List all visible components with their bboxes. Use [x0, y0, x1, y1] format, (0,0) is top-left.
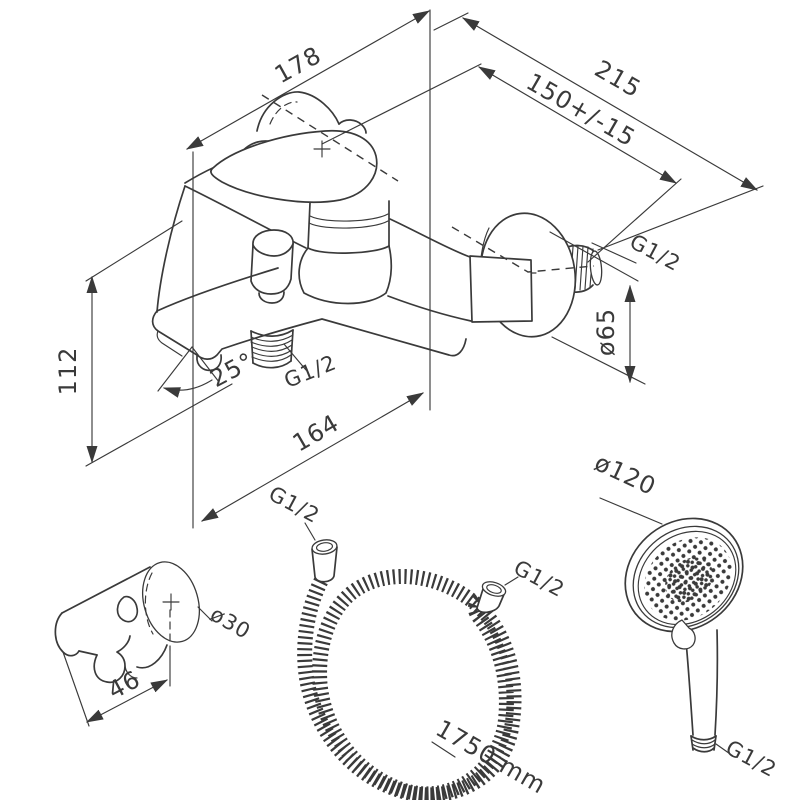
thread-bottom-label: G1/2 [281, 350, 340, 393]
lever-handle [210, 91, 378, 203]
dim-215-label: 215 [590, 55, 646, 104]
leader-dia30 [197, 606, 213, 622]
plate-thickness [156, 330, 183, 357]
ext-46-left [62, 651, 90, 727]
bath-mixer-faucet [151, 91, 603, 372]
leader-hose-out [504, 576, 519, 586]
hose-fitting-left [311, 546, 338, 583]
angle-arc-25 [162, 379, 213, 398]
holder-hole [116, 595, 139, 623]
shower-head-rim-inner [637, 530, 737, 626]
union-nut [469, 255, 533, 323]
handle-right-edge [714, 629, 719, 736]
dim-line-178 [185, 10, 431, 150]
holder-back-cap [54, 612, 80, 657]
dia-30-label: ø30 [206, 602, 255, 644]
handle-hump [256, 91, 340, 132]
shower-hose: G1/2 G1/2 1750 mm [265, 482, 569, 800]
hose-coil [297, 569, 522, 800]
angle-25-label: 25° [206, 347, 259, 393]
spray-face-center-dots [665, 557, 713, 603]
ext-215-left [433, 12, 469, 31]
dia-120-label: ø120 [590, 448, 660, 501]
shower-wall-holder: 46 ø30 [54, 561, 255, 727]
dim-line-215 [461, 17, 759, 191]
leader-thread-wall [591, 242, 637, 264]
body-left-edge [156, 185, 186, 313]
leader-dia120 [599, 497, 663, 525]
handle-paddle [210, 129, 378, 203]
spout-aerator [196, 354, 223, 372]
plate-front-edge [151, 310, 467, 360]
leader-hose-in [304, 522, 316, 541]
leader-thread-bottom [283, 343, 307, 371]
plate-back-edge [156, 267, 279, 312]
dim-line-164 [200, 392, 425, 522]
ext-112-top [85, 220, 183, 282]
holder-top-edge [61, 566, 151, 614]
spout-base-plate [151, 267, 467, 372]
dim-line-150 [477, 66, 678, 184]
leader-thread-shower [715, 743, 734, 757]
thread-shower-label: G1/2 [722, 736, 781, 783]
leader-hose-length [431, 741, 456, 758]
ext-215-right [597, 185, 764, 251]
dim-178-label: 178 [270, 41, 326, 89]
holder-center-mark [162, 593, 180, 611]
diverter-knob [250, 229, 294, 304]
ext-112-bottom [85, 383, 233, 467]
ext-65-top [549, 231, 639, 282]
cartridge-housing [298, 200, 393, 305]
thread-hose-in-label: G1/2 [265, 482, 324, 529]
thread-hose-out-label: G1/2 [510, 556, 569, 603]
thread-end-cap [589, 250, 603, 286]
dim-line-46 [85, 679, 169, 723]
body-arm-top [389, 218, 471, 258]
body-arm-bottom [387, 295, 472, 322]
thread-wall-label: G1/2 [626, 230, 685, 277]
dim-112-label: 112 [54, 347, 82, 396]
dim-164-label: 164 [288, 409, 344, 458]
hand-shower: ø120 G1/2 [590, 448, 781, 782]
shower-thread-end [690, 735, 717, 753]
shower-hook-ring [671, 619, 696, 650]
bottom-connector-threads [250, 329, 294, 369]
ext-150-left [321, 63, 482, 145]
dimension-annotations: 178 215 150+/-15 112 164 ø65 25° G1/2 G1… [54, 9, 764, 529]
dia-65-label: ø65 [592, 308, 620, 356]
dim-46-label: 46 [103, 665, 145, 705]
handle-left-edge [685, 640, 694, 736]
